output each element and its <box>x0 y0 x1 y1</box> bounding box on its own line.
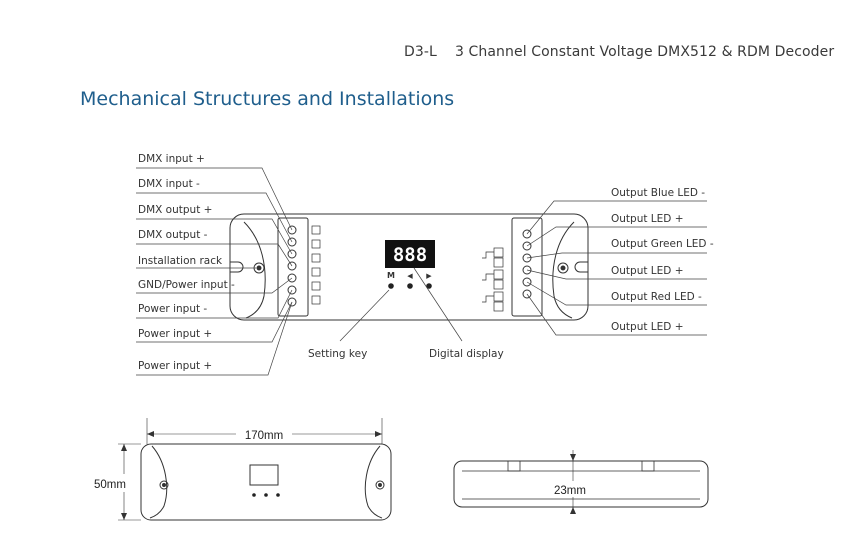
dim-length-label: 170mm <box>245 430 283 442</box>
label-output-green-led-minus: Output Green LED - <box>611 238 714 250</box>
terminal-power-minus <box>287 285 297 295</box>
left-leader-lines <box>136 167 293 376</box>
left-terminal-block <box>277 217 309 317</box>
button-label-m: M <box>387 271 395 280</box>
terminal-led-plus-3 <box>522 289 532 299</box>
label-output-blue-led-minus: Output Blue LED - <box>611 187 705 199</box>
terminal-green-minus <box>522 253 532 263</box>
label-output-led-plus-2: Output LED + <box>611 265 684 277</box>
dim-key-3 <box>276 493 280 497</box>
product-title: 3 Channel Constant Voltage DMX512 & RDM … <box>454 44 835 60</box>
terminal-blue-minus <box>522 229 532 239</box>
dim-display-window <box>249 464 279 486</box>
button-label-right: ▶ <box>426 272 432 280</box>
terminal-dmx-in-plus <box>287 225 297 235</box>
dimension-side-view <box>453 450 709 514</box>
left-labels: DMX input + DMX input - DMX output + DMX… <box>138 153 235 372</box>
setting-key-right[interactable] <box>426 283 432 289</box>
left-end-cap <box>243 221 266 319</box>
dim-body-outline <box>140 443 392 521</box>
setting-key-m[interactable] <box>388 283 394 289</box>
right-leader-lines <box>526 200 707 336</box>
label-setting-key: Setting key <box>308 348 367 360</box>
decoder-body <box>229 213 589 321</box>
label-dmx-output-plus: DMX output + <box>138 204 212 216</box>
right-mount-slot <box>574 261 588 273</box>
display-digits: 888 <box>393 244 427 266</box>
label-gnd-power-input-minus: GND/Power input - <box>138 279 235 291</box>
right-terminal-block <box>511 217 543 317</box>
right-mount-screw <box>557 262 569 274</box>
decoder-top-view <box>229 213 589 321</box>
label-output-red-led-minus: Output Red LED - <box>611 291 702 303</box>
dim-right-screw <box>375 480 385 490</box>
section-title: Mechanical Structures and Installations <box>80 88 455 110</box>
side-body-outline <box>453 460 709 508</box>
terminal-dmx-out-minus <box>287 261 297 271</box>
right-end-cap <box>552 221 575 319</box>
dim-key-2 <box>264 493 268 497</box>
setting-key-left[interactable] <box>407 283 413 289</box>
label-power-input-minus: Power input - <box>138 303 207 315</box>
left-mount-slot <box>230 261 244 273</box>
button-label-left: ◀ <box>407 272 413 280</box>
dim-left-cap <box>149 445 168 519</box>
label-dmx-output-minus: DMX output - <box>138 229 208 241</box>
document-header: D3-L 3 Channel Constant Voltage DMX512 & … <box>404 44 834 60</box>
digital-display-screen <box>385 240 435 268</box>
dim-height-label: 23mm <box>554 485 586 497</box>
bottom-leader-lines <box>339 267 463 342</box>
dim-right-cap <box>364 445 383 519</box>
label-output-led-plus-3: Output LED + <box>611 321 684 333</box>
terminal-red-minus <box>522 277 532 287</box>
dimension-top-view <box>118 418 392 521</box>
dim-left-screw <box>159 480 169 490</box>
terminal-dmx-out-plus <box>287 249 297 259</box>
label-dmx-input-plus: DMX input + <box>138 153 205 165</box>
label-power-input-plus-1: Power input + <box>138 328 212 340</box>
dim-key-1 <box>252 493 256 497</box>
terminal-power-plus <box>287 297 297 307</box>
terminal-led-plus-2 <box>522 265 532 275</box>
terminal-gnd <box>287 273 297 283</box>
model-number: D3-L <box>404 44 437 60</box>
label-output-led-plus-1: Output LED + <box>611 213 684 225</box>
terminal-led-plus-1 <box>522 241 532 251</box>
label-power-input-plus-2: Power input + <box>138 360 212 372</box>
dim-width-label: 50mm <box>94 479 126 491</box>
label-installation-rack: Installation rack <box>138 255 223 267</box>
terminal-dmx-in-minus <box>287 237 297 247</box>
label-dmx-input-minus: DMX input - <box>138 178 200 190</box>
label-digital-display: Digital display <box>429 348 504 360</box>
right-labels: Output Blue LED - Output LED + Output Gr… <box>611 187 714 333</box>
